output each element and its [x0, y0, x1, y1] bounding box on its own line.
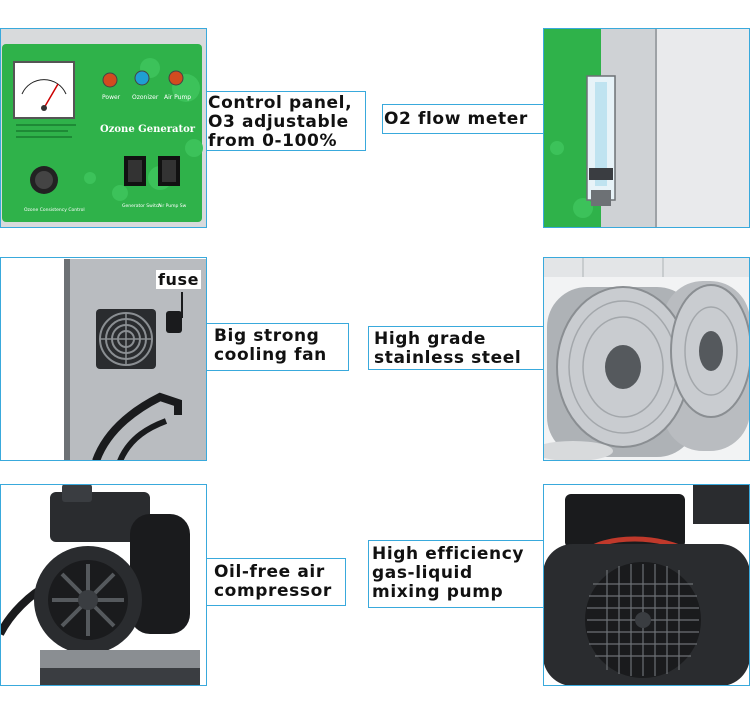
- flow-meter-illustration: [543, 28, 750, 228]
- panel-generator-switch-text: Generator Switch: [122, 204, 162, 209]
- fuse-pointer-line: [181, 292, 183, 318]
- cooling-fan-illustration: [0, 257, 207, 461]
- panel-brand-text: Ozone Generator: [100, 124, 196, 135]
- control-panel-frame: [0, 28, 207, 228]
- stainless-steel-label: High grade stainless steel: [374, 329, 522, 368]
- fuse-callout: fuse: [156, 270, 202, 289]
- flow-meter-photo: [543, 28, 750, 228]
- cooling-fan-label-frame: [206, 323, 349, 371]
- flow-meter-label: O2 flow meter: [384, 109, 528, 129]
- panel-power-text: Power: [102, 94, 121, 101]
- mixing-pump-label: High efficiency gas-liquid mixing pump: [372, 544, 525, 602]
- flow-meter-label-frame: [382, 104, 543, 134]
- control-panel-illustration: [0, 28, 206, 228]
- stainless-steel-frame: [543, 257, 750, 461]
- stainless-steel-photo: [543, 257, 750, 461]
- panel-ozonizer-text: Ozonizer: [132, 94, 159, 101]
- stainless-steel-illustration: [543, 257, 750, 461]
- stainless-steel-label-frame: [368, 326, 543, 370]
- flow-meter-frame: [543, 28, 750, 228]
- control-panel-label: Control panel, O3 adjustable from 0-100%: [208, 93, 353, 151]
- cooling-fan-label: Big strong cooling fan: [214, 326, 327, 365]
- mixing-pump-photo: [543, 484, 750, 686]
- cooling-fan-frame: [0, 257, 207, 461]
- panel-ozone-control-text: Ozone Consistency Control: [24, 208, 85, 213]
- control-panel-label-frame: [206, 91, 366, 151]
- mixing-pump-label-frame: [368, 540, 543, 608]
- air-compressor-photo: [0, 484, 207, 686]
- panel-air-pump-switch-text: Air Pump Sw: [158, 204, 187, 209]
- air-compressor-label: Oil-free air compressor: [214, 562, 332, 601]
- panel-air-pump-text: Air Pump: [164, 94, 192, 101]
- mixing-pump-illustration: [543, 484, 750, 686]
- cooling-fan-photo: [0, 257, 207, 461]
- control-panel-photo: Ozone Generator Power Ozonizer Air Pump …: [0, 28, 206, 228]
- air-compressor-frame: [0, 484, 207, 686]
- air-compressor-illustration: [0, 484, 207, 686]
- air-compressor-label-frame: [206, 558, 346, 606]
- mixing-pump-frame: [543, 484, 750, 686]
